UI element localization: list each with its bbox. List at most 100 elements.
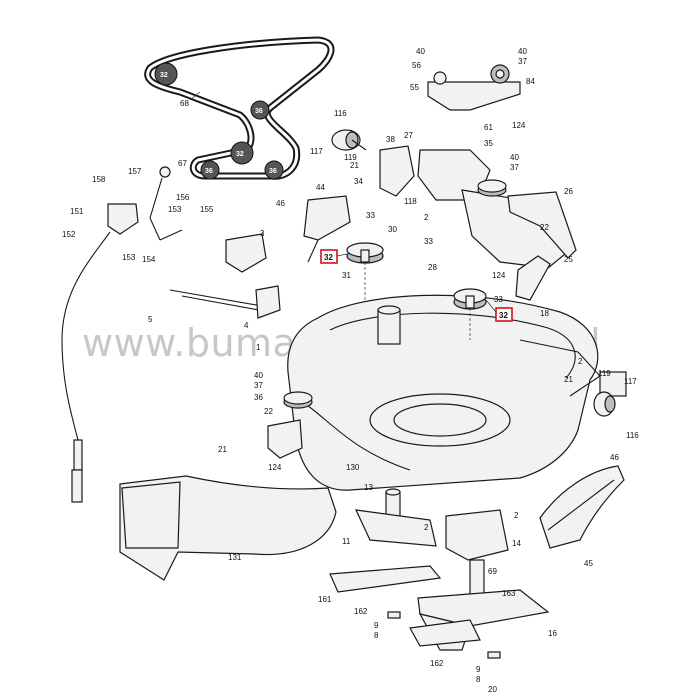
belt-pulley-4 [200,160,220,180]
part-label: 30 [388,225,397,234]
part-label: 40 [254,371,263,380]
highlight-label-right: 32 [499,311,508,320]
part-label: 158 [92,175,106,184]
belt-pulley-1 [154,62,178,86]
part-label: 116 [334,109,347,118]
highlight-box-left [320,249,338,264]
belt-pulley-2-label: 36 [255,108,263,115]
part-label: 21 [350,161,359,170]
belt-pulley-3-label: 32 [236,151,244,158]
part-label: 151 [70,207,84,216]
part-label: 40 [518,47,527,56]
part-label: 27 [404,131,413,140]
part-label: 163 [502,589,516,598]
part-label: 22 [264,407,273,416]
part-label: 124 [512,121,526,130]
part-label: 33 [424,237,433,246]
part-label: 16 [548,629,557,638]
part-label: 40 [510,153,519,162]
part-label: 2 [424,523,429,532]
part-label: 161 [318,595,332,604]
part-label: 119 [598,369,611,378]
part-label: 55 [410,83,419,92]
belt-part-number: 68 [180,99,189,108]
part-label: 38 [386,135,395,144]
part-label: 153 [168,205,182,214]
belt-cover [303,195,351,263]
part-label: 155 [200,205,214,214]
roller-assembly-top [331,129,367,151]
part-label: 46 [276,199,285,208]
part-label: 33 [494,295,503,304]
belt-routing: 32 36 32 36 36 68 [144,36,335,180]
part-label: 56 [412,61,421,70]
part-label: 116 [626,431,639,440]
part-label: 117 [310,147,323,156]
right-guard [539,391,625,549]
part-label: 61 [484,123,493,132]
spindles-blades [329,488,550,659]
belt-pulley-4-label: 36 [205,168,213,175]
belt-pulley-3 [230,141,254,165]
part-label: 37 [518,57,527,66]
part-label: 5 [148,315,153,324]
part-label: 157 [128,167,142,176]
part-label: 14 [512,539,521,548]
part-labels: 40 56 40 37 84 55 61 124 116 117 119 38 … [62,47,639,694]
belt-pulley-5 [264,160,284,180]
highlighted-parts: 32 32 [320,249,513,322]
part-label: 152 [62,230,76,239]
part-label: 22 [540,223,549,232]
part-label: 2 [578,357,583,366]
part-label: 21 [218,445,227,454]
part-label: 18 [540,309,549,318]
part-label: 1 [256,343,261,352]
part-label: 162 [430,659,444,668]
part-label: 153 [122,253,136,262]
part-label: 37 [254,381,263,390]
part-label: 33 [366,211,375,220]
top-bracket-assembly [379,64,577,301]
part-label: 118 [404,197,417,206]
lever-linkage [61,166,303,503]
part-label: 131 [228,553,242,562]
part-label: 8 [476,675,481,684]
part-label: 44 [316,183,325,192]
spindle-pulleys [283,242,487,409]
part-label: 119 [344,153,357,162]
part-label: 117 [624,377,637,386]
part-label: 69 [488,567,497,576]
part-label: 11 [342,537,351,546]
highlight-label-left: 32 [324,253,333,262]
part-label: 21 [564,375,573,384]
part-label: 40 [416,47,425,56]
highlight-box-right [495,307,513,322]
part-label: 46 [610,453,619,462]
part-label: 4 [244,321,249,330]
part-label: 154 [142,255,156,264]
part-label: 37 [510,163,519,172]
discharge-chute [119,475,337,581]
part-label: 45 [584,559,593,568]
part-label: 9 [476,665,481,674]
part-label: 20 [488,685,497,694]
part-label: 26 [564,187,573,196]
part-label: 124 [268,463,282,472]
part-label: 28 [428,263,437,272]
belt-pulley-5-label: 36 [269,168,277,175]
part-label: 13 [364,483,373,492]
mower-deck [287,294,627,491]
part-label: 25 [564,255,573,264]
part-label: 3 [260,229,265,238]
part-label: 156 [176,193,190,202]
part-label: 2 [514,511,519,520]
part-label: 8 [374,631,379,640]
belt-pulley-2 [250,100,270,120]
belt-pulley-1-label: 32 [160,72,168,79]
part-label: 35 [484,139,493,148]
part-label: 34 [354,177,363,186]
part-label: 2 [424,213,429,222]
part-label: 67 [178,159,187,168]
part-label: 124 [492,271,506,280]
